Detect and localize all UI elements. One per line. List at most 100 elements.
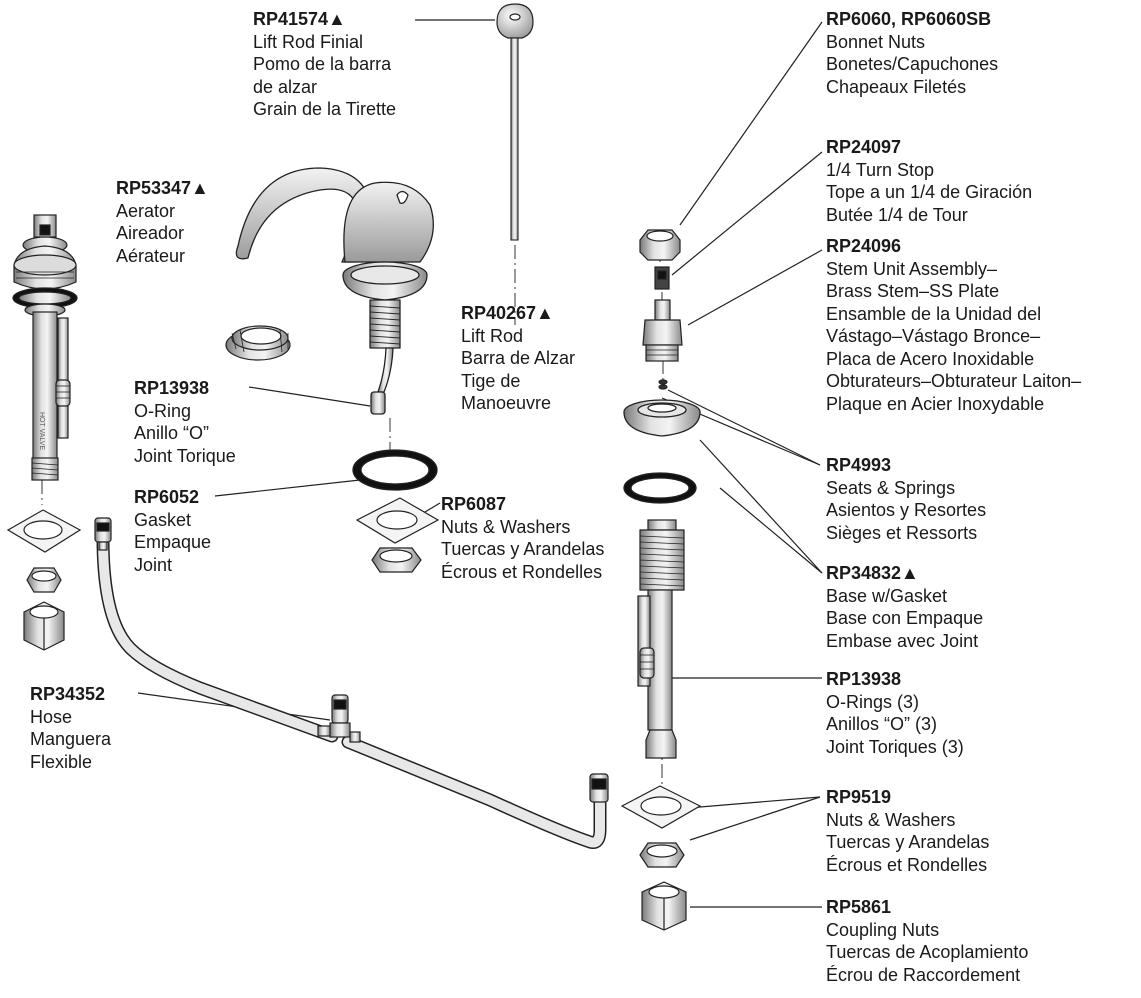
leader-turn-stop	[671, 151, 823, 276]
desc-en: Stem Unit Assembly–	[826, 258, 998, 279]
desc-fr: Joint Toriques (3)	[826, 736, 964, 757]
stem-unit	[642, 299, 683, 362]
desc-fr: Joint Torique	[134, 445, 236, 466]
callout-nuts-spout: RP6087 Nuts & Washers Tuercas y Arandela…	[441, 493, 604, 583]
part-number: RP24097	[826, 137, 902, 157]
desc-es: Tuercas y Arandelas	[441, 539, 605, 559]
desc-fr: Sièges et Ressorts	[826, 522, 978, 543]
spout	[235, 167, 434, 415]
desc-fr: Butée 1/4 de Tour	[826, 204, 968, 225]
desc-en: Bonnet Nuts	[826, 31, 926, 52]
callout-seats: RP4993 Seats & Springs Asientos y Resort…	[826, 454, 986, 544]
desc-fr: Grain de la Tirette	[253, 99, 397, 119]
hot-coupling-nut	[23, 601, 65, 651]
desc-en: Coupling Nuts	[826, 919, 940, 940]
callout-gasket: RP6052 Gasket Empaque Joint	[134, 486, 211, 576]
callout-coupling: RP5861 Coupling Nuts Tuercas de Acoplami…	[826, 896, 1028, 986]
callout-oring-spout: RP13938 O-Ring Anillo “O” Joint Torique	[134, 377, 236, 467]
bonnet-nut	[639, 229, 681, 261]
desc-fr: Joint	[134, 554, 173, 575]
part-number: RP13938	[826, 669, 902, 689]
callout-stem: RP24096 Stem Unit Assembly– Brass Stem–S…	[826, 235, 1081, 415]
leader-lines	[137, 19, 823, 908]
desc-es-2: de alzar	[253, 76, 318, 97]
part-number: RP34352	[30, 684, 106, 704]
desc-en: Seats & Springs	[826, 477, 956, 498]
part-number: RP24096	[826, 236, 902, 256]
leader-nuts-valve-a	[687, 796, 821, 809]
hose-fitting-right	[589, 773, 609, 803]
desc-es: Tuercas de Acoplamiento	[826, 942, 1029, 962]
part-number: RP53347▲	[116, 178, 209, 198]
desc-es: Anillos “O” (3)	[826, 714, 938, 734]
desc-fr: Écrous et Rondelles	[441, 561, 603, 582]
hot-valve-assembly	[12, 214, 78, 481]
desc-es: Ensamble de la Unidad del	[826, 303, 1042, 324]
desc-en: Lift Rod	[461, 325, 524, 346]
desc-en: Lift Rod Finial	[253, 31, 364, 52]
desc-en: Aerator	[116, 200, 176, 221]
valve-body-marking: HOT VALVE	[38, 412, 45, 450]
desc-es: Tope a un 1/4 de Giración	[826, 182, 1033, 202]
part-number: RP4993	[826, 455, 892, 475]
leader-stem	[687, 249, 823, 326]
spout-washer	[355, 497, 440, 544]
desc-es: Anillo “O”	[134, 423, 210, 443]
callout-turn-stop: RP24097 1/4 Turn Stop Tope a un 1/4 de G…	[826, 136, 1032, 226]
desc-fr: Aérateur	[116, 245, 186, 266]
desc-es: Base con Empaque	[826, 608, 984, 628]
cold-valve-nut	[639, 842, 685, 868]
callout-base: RP34832▲ Base w/Gasket Base con Empaque …	[826, 562, 983, 652]
part-number: RP41574▲	[253, 9, 346, 29]
desc-fr: Embase avec Joint	[826, 630, 979, 651]
desc-es: Manguera	[30, 729, 112, 749]
desc-fr: Flexible	[30, 751, 93, 772]
hose-fitting-left	[94, 517, 112, 551]
desc-es: Asientos y Resortes	[826, 500, 987, 520]
part-number: RP40267▲	[461, 303, 554, 323]
desc-en: Base w/Gasket	[826, 585, 948, 606]
desc-es-3: Placa de Acero Inoxidable	[826, 348, 1035, 369]
part-number: RP9519	[826, 787, 892, 807]
part-number: RP13938	[134, 378, 210, 398]
turn-stop	[654, 266, 670, 290]
leader-oring-spout	[248, 386, 371, 407]
callout-nuts-valve: RP9519 Nuts & Washers Tuercas y Arandela…	[826, 786, 989, 876]
spout-nut	[371, 547, 422, 573]
part-number: RP5861	[826, 897, 892, 917]
desc-en-2: Brass Stem–SS Plate	[826, 281, 1000, 301]
desc-en: Hose	[30, 706, 73, 727]
leader-nuts-valve-b	[689, 796, 821, 841]
part-number: RP6052	[134, 487, 200, 507]
callout-bonnet: RP6060, RP6060SB Bonnet Nuts Bonetes/Cap…	[826, 8, 998, 98]
desc-fr-2: Manoeuvre	[461, 393, 552, 413]
desc-es: Aireador	[116, 223, 185, 243]
desc-en: 1/4 Turn Stop	[826, 159, 935, 180]
desc-fr: Chapeaux Filetés	[826, 76, 967, 97]
leader-seats-a	[667, 389, 821, 466]
cold-valve-body	[637, 519, 685, 759]
leader-gasket	[214, 479, 361, 497]
desc-en: Gasket	[134, 509, 192, 530]
leader-base-a	[699, 439, 823, 574]
desc-es: Barra de Alzar	[461, 348, 576, 368]
desc-fr: Écrou de Raccordement	[826, 964, 1021, 985]
lift-rod-finial	[496, 3, 534, 39]
part-number: RP6087	[441, 494, 507, 514]
callout-hose: RP34352 Hose Manguera Flexible	[30, 683, 111, 773]
callout-aerator: RP53347▲ Aerator Aireador Aérateur	[116, 177, 209, 267]
part-number: RP34832▲	[826, 563, 919, 583]
desc-en: Nuts & Washers	[441, 516, 571, 537]
base-escutcheon	[623, 399, 701, 437]
leader-bonnet	[679, 21, 823, 226]
base-gasket	[623, 472, 697, 504]
desc-es: Tuercas y Arandelas	[826, 832, 990, 852]
lift-rod	[510, 37, 519, 241]
hot-valve-nut	[26, 567, 62, 593]
hot-valve-washer	[6, 509, 82, 553]
desc-en: Nuts & Washers	[826, 809, 956, 830]
desc-fr: Écrous et Rondelles	[826, 854, 988, 875]
hose-tee	[317, 694, 361, 743]
aerator-part	[225, 325, 291, 361]
